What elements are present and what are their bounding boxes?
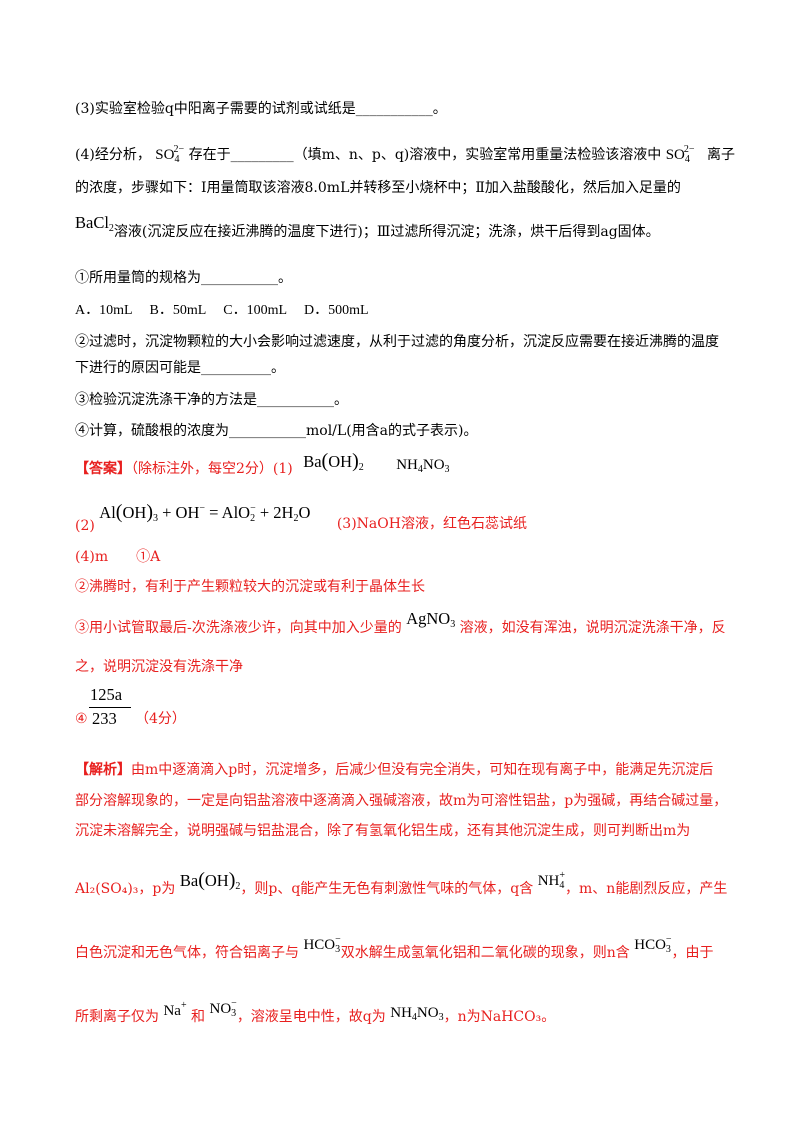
analysis-4b: ，则p、q能产生无色有刺激性气味的气体，q含 [240,881,534,897]
baoh2-formula: Ba(OH)2 [303,450,364,473]
no3-formula: NO3− [209,998,237,1019]
answer-line1: 【答案】（除标注外，每空2分）(1) Ba(OH)2 NH4NO3 [75,451,450,482]
answer-4-3-line2: 之，说明沉淀没有洗涤干净 [75,659,243,675]
nh4-formula: NH4+ [537,870,566,891]
analysis-6b: 和 [191,1009,206,1025]
subquestion-2-line2: 下进行的原因可能是__________。 [75,360,285,376]
analysis-line1: 【解析】由m中逐滴滴入p时，沉淀增多，后减少但没有完全消失，可知在现有离子中，能… [75,762,713,778]
fraction-denominator: 233 [92,709,117,728]
answer-line2: (2) Al(OH)3 + OH− = AlO2− + 2H2O (3)NaOH… [75,502,527,534]
subquestion-1: ①所用量筒的规格为___________。 [75,270,292,286]
sulfate-formula-2: SO42− [665,144,695,165]
analysis-line5: 白色沉淀和无色气体，符合铝离子与 HCO3−双水解生成氢氧化铝和二氧化碳的现象，… [75,934,714,966]
answer-4-4-prefix: ④ [75,711,88,727]
q4-line3-text: 溶液(沉淀反应在接近沸腾的温度下进行)；Ⅲ过滤所得沉淀；洗涤，烘干后得到ag固体… [113,224,660,240]
analysis-line3: 沉淀未溶解完全，说明强碱与铝盐混合，除了有氢氧化铝生成，还有其他沉淀生成，则可判… [75,823,691,839]
nh4no3-formula: NH4NO3 [396,457,450,475]
na-formula: Na+ [163,1000,187,1019]
analysis-5a: 白色沉淀和无色气体，符合铝离子与 [75,945,299,961]
answer-note: （除标注外，每空2分）(1) [131,461,293,477]
subquestion-3: ③检验沉淀洗涤干净的方法是___________。 [75,392,348,408]
analysis-label: 【解析】 [75,762,131,778]
baoh2-formula-2: Ba(OH)2 [179,869,241,892]
aloh3-equation: Al(OH)3 + OH− = AlO2− + 2H2O [99,501,311,524]
fraction-numerator: 125a [90,685,123,704]
answer-4-2: ②沸腾时，有利于产生颗粒较大的沉淀或有利于晶体生长 [75,579,425,595]
sulfate-formula: SO42− [155,144,185,165]
answer-4-4-score: （4分） [135,711,186,727]
hco3-formula-2: HCO3− [634,934,672,955]
q4-middle: 存在于_________（填m、n、p、q)溶液中，实验室常用重量法检验该溶液中 [188,147,662,163]
q4-suffix: 离子 [707,147,735,163]
answer-4-3-line1: ③用小试管取最后-次洗涤液少许，向其中加入少量的 AgNO3 溶液，如没有浑浊，… [75,610,726,641]
q4-prefix: (4)经分析， [75,147,151,163]
analysis-line6: 所剩离子仅为 Na+ 和 NO3−，溶液呈电中性，故q为 NH4NO3，n为Na… [75,998,556,1030]
analysis-5b: 双水解生成氢氧化铝和二氧化碳的现象，则n含 [340,945,630,961]
analysis-4a: Al₂(SO₄)₃，p为 [75,881,176,897]
answer-label: 【答案】 [75,461,131,477]
fraction-bar [89,707,131,708]
analysis-5c: ，由于 [671,945,714,961]
analysis-text-1: 由m中逐滴滴入p时，沉淀增多，后减少但没有完全消失，可知在现有离子中，能满足先沉… [131,762,714,778]
question-3: (3)实验室检验q中阳离子需要的试剂或试纸是___________。 [75,101,447,117]
analysis-line2: 部分溶解现象的，一定是向铝盐溶液中逐滴滴入强碱溶液，故m为可溶性铝盐，p为强碱，… [75,793,728,809]
nh4no3-formula-2: NH4NO3 [390,1005,444,1023]
question-4-line1: (4)经分析， SO42− 存在于_________（填m、n、p、q)溶液中，… [75,142,735,168]
analysis-6c: ，溶液呈电中性，故q为 [236,1009,386,1025]
hco3-formula: HCO3− [303,934,341,955]
answer-4-3-text-b: 溶液，如没有浑浊，说明沉淀洗涤干净，反 [459,620,726,636]
question-4-line2: 的浓度，步骤如下：Ⅰ用量筒取该溶液8.0mL并转移至小烧杯中；Ⅱ加入盐酸酸化，然… [75,180,681,196]
bacl2-formula: BaCl2 [75,213,114,234]
answer-3: (3)NaOH溶液，红色石蕊试纸 [336,516,527,532]
answer-2-prefix: (2) [75,518,95,534]
analysis-6a: 所剩离子仅为 [75,1009,159,1025]
answer-4: (4)m ①A [75,549,161,565]
answer-4-3-text-a: ③用小试管取最后-次洗涤液少许，向其中加入少量的 [75,620,402,636]
analysis-6d: ，n为NaHCO₃。 [443,1009,556,1025]
agno3-formula: AgNO3 [406,609,456,630]
subquestion-1-options: A．10mL B．50mL C．100mL D．500mL [75,303,369,318]
subquestion-2-line1: ②过滤时，沉淀物颗粒的大小会影响过滤速度，从利于过滤的角度分析，沉淀反应需要在接… [75,334,719,350]
analysis-4c: ，m、n能剧烈反应，产生 [565,881,728,897]
analysis-line4: Al₂(SO₄)₃，p为 Ba(OH)2，则p、q能产生无色有刺激性气味的气体，… [75,870,728,902]
question-4-line3: BaCl2溶液(沉淀反应在接近沸腾的温度下进行)；Ⅲ过滤所得沉淀；洗涤，烘干后得… [75,214,660,245]
subquestion-4: ④计算，硫酸根的浓度为___________mol/L(用含a的式子表示)。 [75,423,478,439]
